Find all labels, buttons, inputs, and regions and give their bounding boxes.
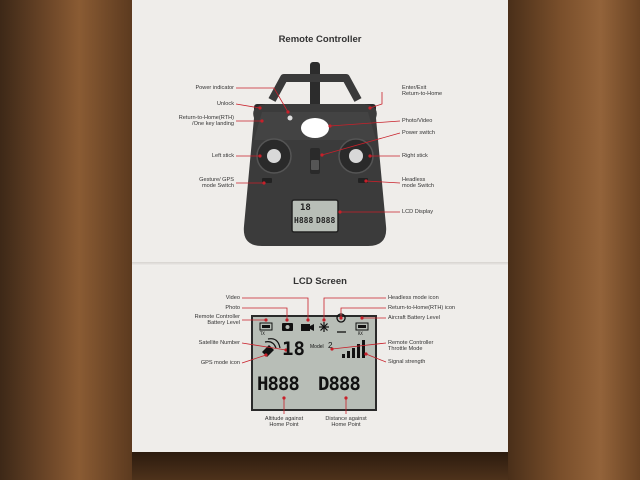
label-power-switch: Power switch — [402, 130, 435, 136]
remote-controller-title: Remote Controller — [278, 34, 362, 45]
label-aircraft-battery: Aircraft Battery Level — [388, 315, 440, 321]
video-icon — [301, 324, 310, 331]
label-distance-line2: Home Point — [331, 422, 361, 429]
rc-battery-icon — [259, 322, 273, 331]
label-lcd-display: LCD Display — [402, 209, 434, 215]
lcd-distance: D888 — [318, 373, 361, 395]
small-lcd-altitude: H888 — [294, 216, 314, 225]
diagram-graphics — [235, 62, 401, 414]
label-distance: Distance against Home Point — [322, 416, 370, 429]
label-headless-switch: Headless mode Switch — [402, 177, 434, 190]
label-altitude-line2: Home Point — [269, 422, 299, 429]
aircraft-battery-icon — [355, 322, 369, 331]
label-photo-video: Photo/Video — [402, 118, 433, 124]
lcd-tx-label: TX — [260, 331, 265, 336]
headless-mode-icon — [319, 322, 329, 332]
rth-icon — [336, 313, 346, 323]
antenna — [310, 62, 320, 108]
label-rc-battery-line1: Remote Controller — [194, 314, 240, 320]
label-left-stick: Left stick — [211, 153, 234, 159]
lcd-altitude: H888 — [257, 373, 300, 395]
label-signal-strength: Signal strength — [388, 359, 426, 365]
label-headless-icon: Headless mode icon — [388, 295, 439, 301]
wood-background-right — [508, 0, 640, 480]
label-enter-exit-line1: Enter/Exit — [402, 85, 427, 91]
right-stick — [349, 149, 363, 163]
label-throttle-line2: Throttle Mode — [388, 346, 423, 353]
controller-handle — [268, 74, 362, 102]
lcd-model-label: Model — [310, 344, 324, 350]
controller-lcd — [291, 199, 339, 233]
label-gesture-switch: Gesture/ GPS mode Switch — [199, 177, 234, 190]
label-rth-icon: Return-to-Home(RTH) icon — [388, 305, 456, 311]
label-altitude-line1: Altitude against — [264, 416, 304, 422]
lcd-callouts — [241, 297, 387, 414]
big-lcd-frame — [251, 315, 377, 411]
label-rth: Return-to-Home(RTH) /One key landing — [179, 115, 234, 128]
lcd-rx-label: RX — [358, 331, 363, 336]
label-video: Video — [225, 295, 240, 301]
label-headless-line2: mode Switch — [402, 183, 435, 190]
label-enter-exit-line2: Return-to-Home — [402, 91, 443, 98]
lcd-satellite-count: 18 — [282, 338, 305, 360]
label-altitude: Altitude against Home Point — [260, 416, 308, 429]
power-indicator-led — [287, 115, 293, 121]
lcd-model-value: 2 — [328, 341, 333, 350]
page-fold — [132, 262, 508, 266]
small-lcd-distance: D888 — [316, 216, 336, 225]
label-satellite-number: Satellite Number — [198, 340, 240, 346]
power-switch-knob — [311, 160, 319, 170]
signal-strength-bars — [342, 340, 365, 358]
label-distance-line1: Distance against — [325, 416, 367, 422]
label-rth-line1: Return-to-Home(RTH) — [178, 115, 234, 121]
lcd-screen-title: LCD Screen — [293, 276, 347, 287]
label-rc-battery: Remote Controller Battery Level — [195, 314, 240, 327]
label-gps-mode-icon: GPS mode icon — [200, 360, 240, 366]
manual-page: Remote Controller LCD Screen — [132, 0, 508, 452]
wood-background-left — [0, 0, 132, 480]
label-rth-line2: /One key landing — [192, 121, 234, 128]
label-rc-battery-line2: Battery Level — [207, 320, 240, 327]
label-power-indicator: Power indicator — [195, 85, 234, 91]
logo-plate — [301, 118, 329, 138]
label-throttle-line1: Remote Controller — [388, 340, 434, 346]
label-right-stick: Right stick — [402, 153, 428, 159]
label-gesture-line1: Gesture/ GPS — [199, 177, 234, 183]
label-throttle-mode: Remote Controller Throttle Mode — [388, 340, 433, 353]
controller-callouts — [235, 87, 401, 214]
small-lcd-satellites: 18 — [300, 203, 311, 213]
left-stick — [267, 149, 281, 163]
label-headless-line1: Headless — [402, 177, 426, 183]
label-gesture-line2: mode Switch — [201, 183, 234, 190]
label-unlock: Unlock — [216, 101, 234, 107]
label-enter-exit-rth: Enter/Exit Return-to-Home — [402, 85, 442, 98]
label-photo: Photo — [225, 305, 240, 311]
wood-background-bottom — [132, 452, 508, 480]
